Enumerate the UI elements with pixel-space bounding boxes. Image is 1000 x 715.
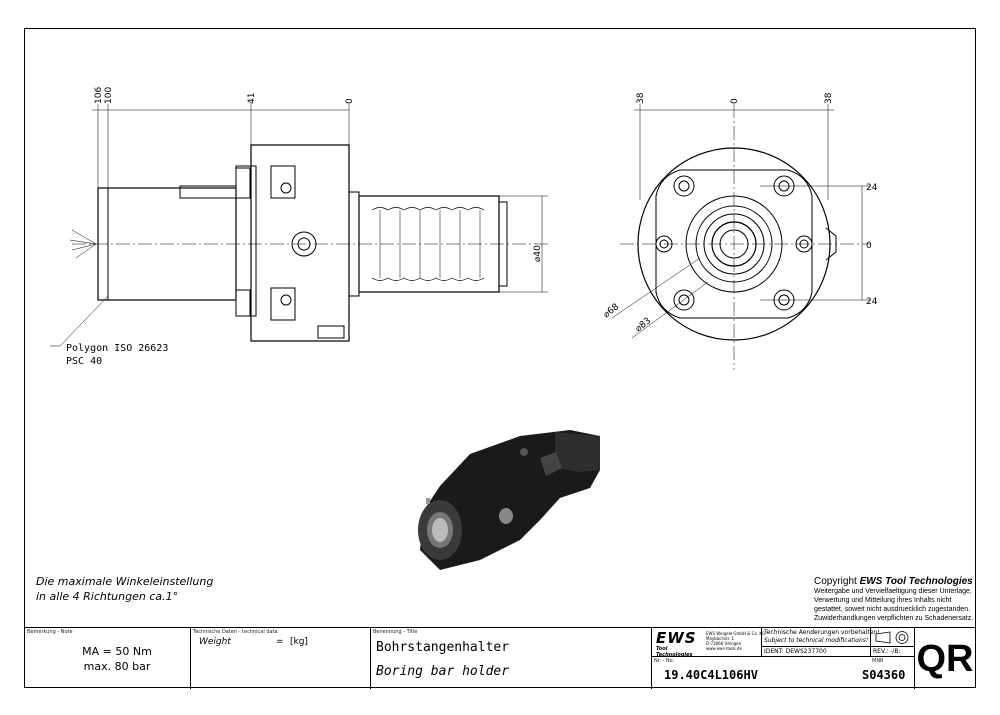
mnr-label: MNR	[872, 658, 884, 664]
address-line1: EWS Weigele GmbH & Co. KG	[706, 631, 766, 636]
flange-block	[250, 144, 350, 342]
flange-circle	[637, 147, 831, 341]
changes-en: Subject to technical modifications!	[764, 637, 869, 644]
copyright-prefix: Copyright	[814, 576, 860, 587]
weight-label: Weight	[199, 637, 231, 647]
dim-0-front: 0	[730, 98, 740, 104]
logo-sub: Tool Technologies	[656, 646, 693, 658]
dim-0-right: 0	[866, 241, 872, 251]
qr-label: QR	[916, 638, 974, 680]
remark-label: Bemerkung - Note	[27, 629, 73, 635]
copyright-line2: Verwertung und Mitteilung ihres Inhalts …	[814, 597, 952, 604]
angle-note-line1: Die maximale Winkeleinstellung	[36, 575, 214, 588]
weight-eq: =	[276, 637, 284, 647]
revision: REV.: -/B:	[873, 648, 901, 655]
polygon-note-line2: PSC 40	[66, 356, 103, 367]
copyright-brand: EWS Tool Technologies	[859, 576, 973, 587]
dim-d83: ⌀83	[634, 316, 653, 334]
company-address: EWS Weigele GmbH & Co. KG Maybachstr. 1 …	[706, 631, 765, 651]
projection-symbol-icon	[875, 631, 909, 644]
product-render	[418, 430, 600, 570]
address-line4: www.ews-tools.de	[706, 646, 742, 651]
polygon-note-line1: Polygon ISO 26623	[66, 343, 169, 354]
logo-text: EWS	[656, 629, 697, 647]
dim-d68: ⌀68	[602, 302, 622, 320]
title-english: Boring bar holder	[376, 664, 510, 679]
ews-logo: EWS Tool Technologies	[656, 629, 704, 659]
nr-label: Nr. - No.	[654, 658, 675, 664]
copyright-block: Copyright EWS Tool Technologies Weiterga…	[814, 576, 974, 623]
copyright-line4: Zuwiderhandlungen verpflichten zu Schade…	[814, 615, 974, 622]
angle-note: Die maximale Winkeleinstellung in alle 4…	[36, 574, 213, 604]
polygon-note: Polygon ISO 26623 PSC 40	[66, 342, 168, 368]
dim-100: 100	[104, 87, 114, 104]
dim-24-top: 24	[866, 183, 878, 193]
title-block: Bemerkung - Note MA = 50 Nm max. 80 bar …	[24, 627, 976, 689]
remark-text: MA = 50 Nm max. 80 bar	[72, 644, 162, 674]
part-number: 19.40C4L106HV	[664, 668, 758, 682]
dim-38-right: 38	[824, 92, 834, 104]
copyright-line3: gestattet, soweit nicht ausdruecklich zu…	[814, 606, 971, 613]
remark-line1: MA = 50 Nm	[82, 645, 152, 658]
address-line2: Maybachstr. 1	[706, 636, 735, 641]
dim-41: 41	[247, 93, 257, 104]
ident: IDENT: DEWS237700	[764, 648, 827, 655]
changes-de: Technische Aenderungen vorbehalten!	[764, 629, 880, 636]
dim-38-left: 38	[636, 92, 646, 104]
weight-unit: [kg]	[290, 637, 308, 647]
drawing-sheet	[24, 28, 976, 688]
remark-line2: max. 80 bar	[83, 660, 151, 673]
dim-diameter-40: ⌀40	[533, 245, 543, 262]
dim-24-bottom: 24	[866, 297, 878, 307]
copyright-line1: Weitergabe und Vervielfaeltigung dieser …	[814, 588, 972, 595]
mnr-number: S04360	[862, 668, 906, 682]
changes-note: Technische Aenderungen vorbehalten! Subj…	[764, 629, 880, 645]
title-german: Bohrstangenhalter	[376, 640, 510, 655]
angle-note-line2: in alle 4 Richtungen ca.1°	[36, 590, 179, 603]
title-label: Benennung - Title	[373, 629, 418, 635]
address-line3: D-73066 Uhingen	[706, 641, 742, 646]
dim-0-side: 0	[345, 98, 355, 104]
tech-label: Technische Daten - technical data	[193, 629, 278, 635]
dim-106: 106	[94, 87, 104, 104]
